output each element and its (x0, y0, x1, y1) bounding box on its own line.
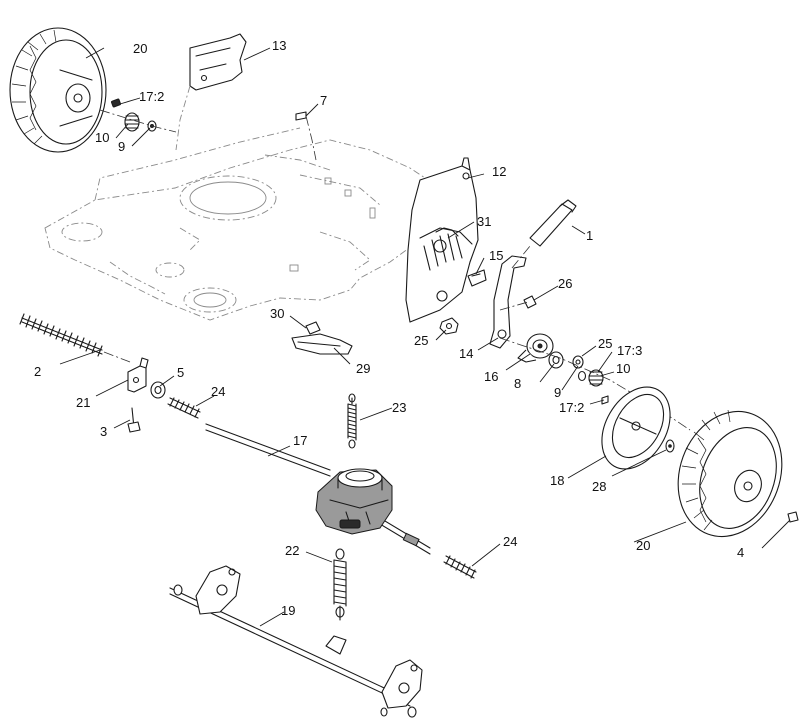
callout-20-top: 20 (133, 41, 147, 56)
bracket-21 (127, 357, 149, 393)
ratchet-31 (435, 227, 459, 237)
callout-9-right: 9 (554, 385, 561, 400)
callout-17-3: 17:3 (617, 343, 642, 358)
rear-wheel-right (677, 409, 799, 538)
pin-7 (295, 111, 317, 161)
callout-26: 26 (558, 276, 572, 291)
callout-13: 13 (272, 38, 286, 53)
callout-15: 15 (489, 248, 503, 263)
callout-18: 18 (550, 473, 564, 488)
callout-2: 2 (34, 364, 41, 379)
wheel-hardware-left (99, 98, 177, 133)
callout-4: 4 (737, 545, 744, 560)
callout-24-right: 24 (503, 534, 517, 549)
bushing-5 (150, 381, 166, 399)
callout-17: 17 (293, 433, 307, 448)
mower-deck-ghost (44, 127, 441, 321)
nut-25-left (439, 317, 459, 335)
rear-wheel-left (9, 27, 107, 153)
callout-28: 28 (592, 479, 606, 494)
pivot-16 (517, 333, 554, 363)
callout-3: 3 (100, 424, 107, 439)
guard-29 (291, 333, 353, 355)
washer-28 (665, 439, 675, 453)
screw-30 (305, 321, 321, 335)
callout-21: 21 (76, 395, 90, 410)
callout-14: 14 (459, 346, 473, 361)
height-adjust-bracket-13 (175, 33, 247, 151)
wheel-cover-18 (601, 386, 671, 470)
clip-15 (467, 269, 487, 287)
height-adjust-plate-12 (405, 157, 479, 323)
callout-5: 5 (177, 365, 184, 380)
callout-labels: 1 2 3 4 5 7 8 9 9 10 10 12 13 14 15 16 1… (34, 38, 744, 618)
callout-30: 30 (270, 306, 284, 321)
callout-24-left: 24 (211, 384, 225, 399)
callout-25-right: 25 (598, 336, 612, 351)
spring-2 (19, 313, 131, 363)
spring-24-right (443, 555, 477, 579)
callout-23: 23 (392, 400, 406, 415)
callout-leaders (59, 47, 791, 627)
callout-31: 31 (477, 214, 491, 229)
callout-10-right: 10 (616, 361, 630, 376)
callout-10-left: 10 (95, 130, 109, 145)
callout-25-left: 25 (414, 333, 428, 348)
adjust-lever-14 (489, 199, 577, 349)
front-axle-19 (169, 565, 423, 718)
callout-16: 16 (484, 369, 498, 384)
callout-22: 22 (285, 543, 299, 558)
screw-3 (127, 407, 141, 433)
transmission-gearbox (315, 468, 393, 535)
callout-8: 8 (514, 376, 521, 391)
callout-7: 7 (320, 93, 327, 108)
bolt-26 (499, 295, 537, 311)
drive-axle-17 (205, 423, 431, 555)
spring-23 (347, 393, 357, 449)
spring-24-left (167, 397, 201, 419)
callout-1: 1 (586, 228, 593, 243)
callout-29: 29 (356, 361, 370, 376)
callout-20-right: 20 (636, 538, 650, 553)
callout-12: 12 (492, 164, 506, 179)
callout-9-left: 9 (118, 139, 125, 154)
callout-17-2-top: 17:2 (139, 89, 164, 104)
callout-19: 19 (281, 603, 295, 618)
spring-22 (333, 548, 347, 621)
callout-17-2-right: 17:2 (559, 400, 584, 415)
